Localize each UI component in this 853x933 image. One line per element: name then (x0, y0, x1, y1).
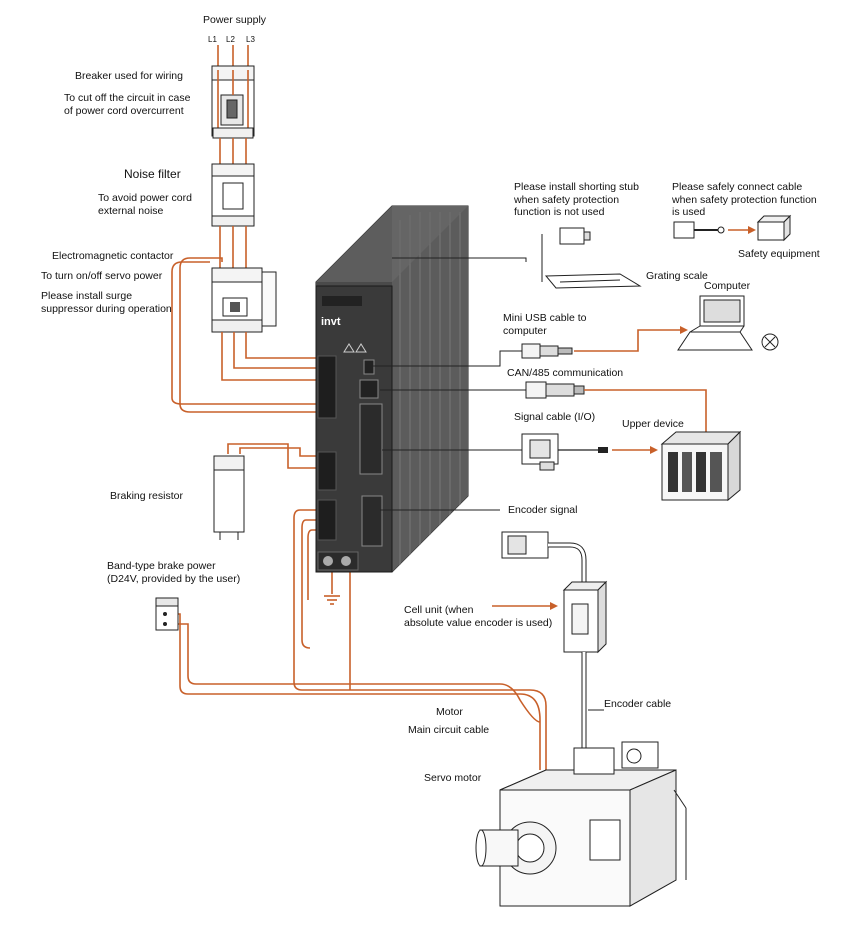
shorting-stub-title: Please install shorting stub when safety… (514, 181, 639, 218)
contactor-desc-1: To turn on/off servo power (41, 270, 163, 282)
usb-cable (370, 343, 573, 367)
shorting-stub-device (559, 227, 591, 245)
can485-cable (380, 381, 585, 399)
upper-device-plc (660, 430, 742, 502)
grating-link-line (392, 257, 527, 262)
motor-title: Motor (436, 706, 463, 718)
safety-equipment-title: Safety equipment (738, 248, 820, 260)
safety-cable-device (673, 221, 725, 239)
cell-unit-title: Cell unit (when absolute value encoder i… (404, 604, 553, 629)
phase-label-l3: L3 (246, 35, 255, 44)
wires-filter-contactor (219, 226, 247, 272)
signal-cable (382, 433, 608, 471)
encoder-connector (501, 531, 549, 559)
contactor-desc-2: Please install surge suppressor during o… (41, 290, 172, 315)
grating-scale-device (541, 234, 642, 289)
servo-drive (315, 205, 469, 573)
braking-resistor-device (213, 455, 245, 540)
grating-scale-title: Grating scale (646, 270, 708, 282)
computer-device (677, 295, 779, 351)
safety-cable-title: Please safely connect cable when safety … (672, 181, 817, 218)
encoder-signal-title: Encoder signal (508, 504, 578, 516)
computer-title: Computer (704, 280, 751, 292)
noise-filter-device (211, 163, 255, 227)
noise-filter-title: Noise filter (124, 167, 181, 181)
signal-cable-title: Signal cable (I/O) (514, 411, 596, 423)
noise-filter-desc: To avoid power cord external noise (98, 192, 192, 217)
safety-equipment-device (756, 214, 792, 242)
can485-title: CAN/485 communication (507, 367, 624, 379)
drive-brand-logo: invt (321, 316, 341, 328)
encoder-cable-title: Encoder cable (604, 698, 672, 710)
servo-motor-title: Servo motor (424, 772, 482, 784)
ground-symbol (324, 595, 340, 605)
cell-unit-device (562, 580, 608, 654)
braking-resistor-title: Braking resistor (110, 490, 183, 502)
phase-label-l2: L2 (226, 35, 235, 44)
main-circuit-cable-title: Main circuit cable (408, 724, 490, 736)
usb-title: Mini USB cable to computer (503, 312, 587, 337)
breaker-device (211, 65, 255, 139)
breaker-desc: To cut off the circuit in case of power … (64, 92, 191, 117)
power-supply-title: Power supply (203, 14, 267, 26)
upper-device-title: Upper device (622, 418, 684, 430)
contactor-device (211, 267, 277, 333)
breaker-title: Breaker used for wiring (75, 70, 183, 82)
phase-label-l1: L1 (208, 35, 217, 44)
brake-power-title: Band-type brake power (D24V, provided by… (107, 560, 241, 585)
main-wiring (168, 257, 547, 770)
wires-breaker-filter (219, 138, 247, 168)
brake-power-device (155, 597, 179, 631)
servo-motor-device (475, 741, 687, 907)
contactor-title: Electromagnetic contactor (52, 250, 174, 262)
